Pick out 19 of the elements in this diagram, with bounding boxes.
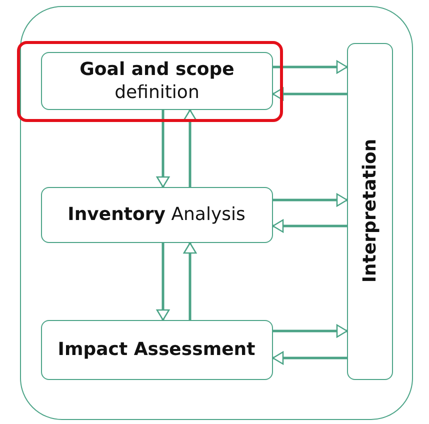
arrow <box>272 219 347 233</box>
process-box <box>346 42 392 380</box>
process-box <box>40 320 272 380</box>
process-box <box>41 52 273 110</box>
node-label: Interpretation <box>358 139 381 283</box>
frame-box <box>20 6 413 420</box>
arrow <box>273 60 348 74</box>
arrow <box>273 324 348 338</box>
arrow <box>183 109 197 187</box>
arrow <box>156 243 170 321</box>
node-label: Impact Assessment <box>58 338 256 362</box>
node-label: Inventory Analysis <box>68 202 246 226</box>
arrow <box>272 351 347 365</box>
node-label: Goal and scope definition <box>78 58 236 104</box>
process-box <box>40 186 272 242</box>
arrow <box>272 87 347 101</box>
arrow <box>156 110 170 188</box>
arrow <box>183 242 197 320</box>
arrow <box>273 193 348 207</box>
